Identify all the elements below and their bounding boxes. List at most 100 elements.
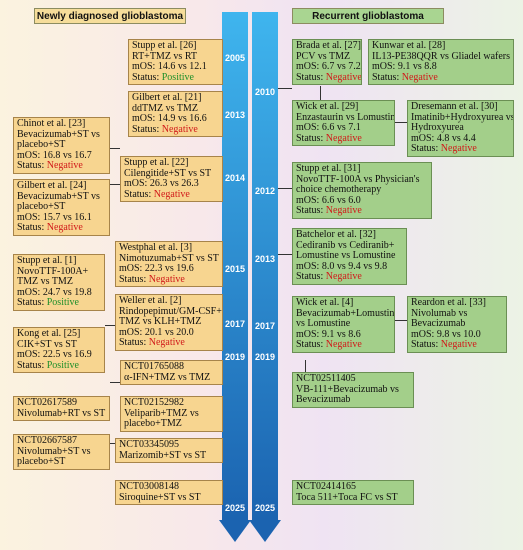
trial-status: Status: Negative [124,188,219,201]
trial-status-label: Status: [17,359,47,371]
trial-detail: Lomustine vs Lomustine [296,250,396,261]
trial-title: NCT03345095 [119,439,179,450]
trial-detail: Toca 511+Toca FC vs ST [296,491,398,503]
trial-title: Dresemann et al. [30] [411,101,498,112]
trial-detail: Cilengitide+ST vs ST [124,167,212,179]
year-left-2015: 2015 [224,264,246,274]
trial-detail: mOS: 6.7 vs 7.2 [296,61,361,72]
year-left-2005: 2005 [224,53,246,63]
trial-status-label: Status: [296,271,326,282]
trial-status-label: Status: [17,222,47,233]
trial-title: Kong et al. [25] [17,328,81,339]
trial-title: Chinot et al. [23] [17,118,86,129]
connector-line [278,188,292,189]
year-left-2017: 2017 [224,319,246,329]
connector-line [320,86,321,100]
trial-status: Status: Positive [17,297,101,309]
trial-detail: mOS: 6.6 vs 7.1 [296,122,361,133]
trial-title: NCT02414165 [296,481,356,492]
trial-title: Batchelor et al. [32] [296,229,376,240]
trial-status: Status: Negative [372,71,510,84]
trial-box-dresemann-30: Dresemann et al. [30]Imatinib+Hydroxyure… [407,100,514,157]
trial-status-label: Status: [296,132,326,144]
trial-box-kunwar-28: Kunwar et al. [28]IL13-PE38QQR vs Gliade… [368,39,514,85]
trial-detail: VB-111+Bevacizumab vs [296,383,399,395]
trial-detail: Imatinib+Hydroxyurea vs [411,111,514,123]
trial-title: Stupp et al. [26] [132,40,197,51]
trial-status-value: Negative [325,71,362,83]
trial-detail: Bevacizumab+Lomustine [296,307,395,319]
year-left-2019: 2019 [224,352,246,362]
trial-detail: Hydroxyurea [411,122,464,133]
trial-status: Status: Negative [296,132,391,145]
trial-status: Status: Negative [17,222,106,234]
connector-line [110,148,120,149]
trial-detail: vs Lomustine [296,318,351,329]
trial-detail: Nimotuzumab+ST vs ST [119,252,219,264]
trial-detail: mOS: 14.9 vs 16.6 [132,113,207,124]
trial-status-label: Status: [296,71,326,83]
trial-title: NCT02667587 [17,435,77,446]
trial-box-weller-2: Weller et al. [2]Rindopepimut/GM-CSF+TMZ… [115,294,223,351]
trial-status-label: Status: [296,205,326,216]
trial-status-label: Status: [372,71,402,83]
trial-title: NCT03008148 [119,481,179,492]
year-right-2025: 2025 [254,503,276,513]
timeline-right-shaft [252,12,278,520]
trial-status-label: Status: [17,160,47,171]
trial-detail: CIK+ST vs ST [17,338,77,350]
trial-detail: PCV vs TMZ [296,50,351,62]
trial-status-value: Negative [148,273,185,285]
trial-detail: mOS: 22.5 vs 16.9 [17,349,92,360]
trial-detail: mOS: 20.1 vs 20.0 [119,326,194,338]
trial-status: Status: Negative [411,143,510,155]
connector-line [305,360,306,372]
trial-status: Status: Positive [132,71,219,84]
trial-detail: mOS: 16.8 vs 16.7 [17,149,92,161]
year-right-2013: 2013 [254,254,276,264]
trial-detail: Marizomib+ST vs ST [119,449,207,461]
trial-detail: mOS: 9.1 vs 8.6 [296,328,361,340]
trial-detail: IL13-PE38QQR vs Gliadel wafers [372,50,511,62]
trial-status-value: Negative [153,188,190,200]
trial-status-value: Negative [325,205,362,216]
trial-detail: TMZ vs TMZ [17,276,73,287]
trial-title: NCT02511405 [296,373,356,384]
timeline-right-arrowhead [249,520,281,542]
trial-status-label: Status: [132,71,162,83]
trial-detail: placebo+ST [17,456,66,467]
trial-detail: α-IFN+TMZ vs TMZ [124,371,211,383]
trial-detail: Siroquine+ST vs ST [119,491,201,503]
connector-line [395,122,407,123]
trial-detail: mOS: 4.8 vs 4.4 [411,132,476,144]
trial-status-value: Negative [440,143,477,154]
trial-detail: TMZ vs KLH+TMZ [119,316,202,327]
trial-detail: placebo+TMZ [124,418,182,429]
trial-detail: Veliparib+TMZ vs [124,407,199,419]
trial-title: NCT02617589 [17,397,77,408]
trial-status-label: Status: [119,273,149,285]
trial-detail: mOS: 6.6 vs 6.0 [296,194,361,206]
trial-status: Status: Negative [296,339,391,351]
trial-detail: Bevacizumab+ST vs [17,190,100,202]
trial-title: Wick et al. [29] [296,101,359,112]
trial-detail: Nivolumab+RT vs ST [17,407,106,419]
year-right-2019: 2019 [254,352,276,362]
trial-detail: mOS: 8.0 vs 9.4 vs 9.8 [296,260,388,272]
timeline-left-arrowhead [219,520,251,542]
trial-title: Gilbert et al. [24] [17,180,87,191]
trial-title: Stupp et al. [31] [296,163,361,174]
trial-detail: mOS: 24.7 vs 19.8 [17,286,92,298]
trial-status-value: Negative [440,339,477,350]
year-right-2012: 2012 [254,186,276,196]
trial-detail: Nivolumab vs [411,307,468,319]
trial-detail: mOS: 14.6 vs 12.1 [132,61,207,72]
